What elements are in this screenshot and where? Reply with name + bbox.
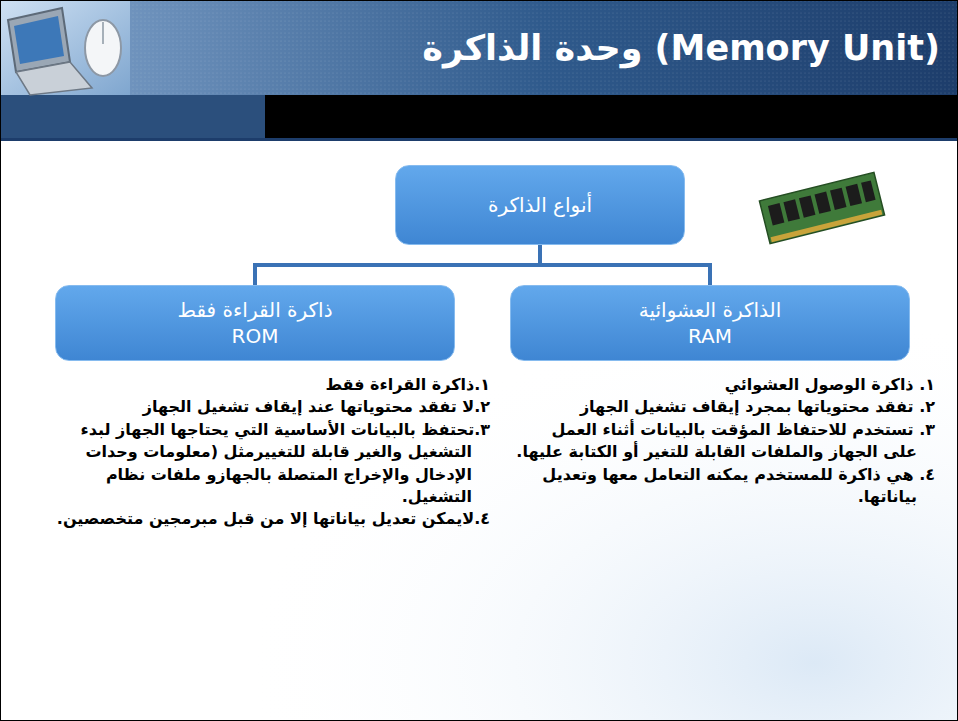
memory-box: أنواع الذاكرة — [395, 165, 685, 245]
list-item: ١. ذاكرة الوصول العشوائي — [515, 374, 935, 396]
list-item: ٤. هي ذاكرة للمستخدم يمكنه التعامل معها … — [515, 464, 935, 509]
tree-connector — [540, 245, 710, 285]
list-item: ٣. تستخدم للاحتفاظ المؤقت بالبيانات أثنا… — [515, 419, 935, 464]
list-item: ١.ذاكرة القراءة فقط — [50, 374, 490, 396]
list-item: ٢. تفقد محتوياتها بمجرد إيقاف تشغيل الجه… — [515, 396, 935, 418]
list-item: ٣.تحتفظ بالبيانات الأساسية التي يحتاجها … — [50, 419, 490, 509]
list-item: ٢.لا تفقد محتوياتها عند إيقاف تشغيل الجه… — [50, 396, 490, 418]
box-text: RAM — [688, 323, 732, 349]
feature-list: ١. ذاكرة الوصول العشوائي٢. تفقد محتوياته… — [515, 374, 935, 508]
feature-list: ١.ذاكرة القراءة فقط٢.لا تفقد محتوياتها ع… — [50, 374, 490, 531]
tree-connector — [255, 245, 540, 285]
box-text: ROM — [232, 323, 279, 349]
memory-box: الذاكرة العشوائيةRAM — [510, 285, 910, 361]
box-text: ذاكرة القراءة فقط — [177, 297, 332, 323]
box-text: أنواع الذاكرة — [488, 192, 592, 218]
slide-title: وحدة الذاكرة (Memory Unit) — [140, 0, 940, 95]
memory-box: ذاكرة القراءة فقطROM — [55, 285, 455, 361]
box-text: الذاكرة العشوائية — [639, 297, 781, 323]
list-item: ٤.لايمكن تعديل بياناتها إلا من قبل مبرمج… — [50, 508, 490, 530]
